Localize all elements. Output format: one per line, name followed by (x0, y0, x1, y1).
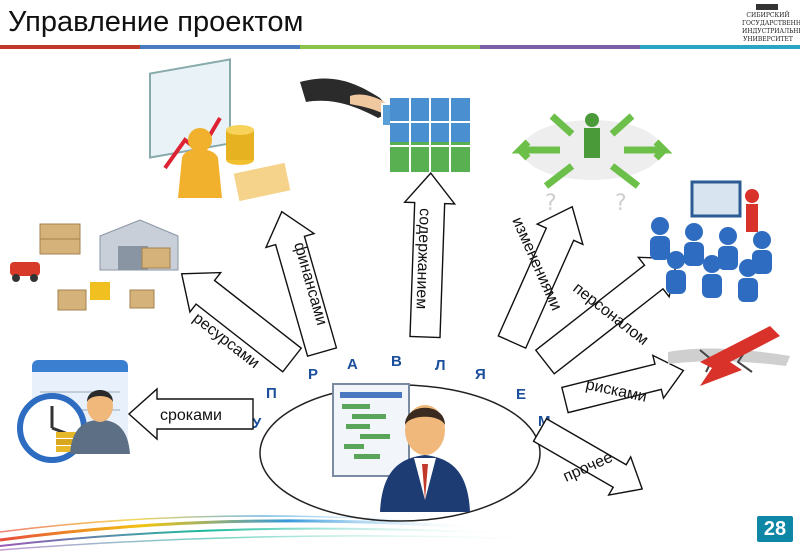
slide-title: Управление проектом (8, 6, 304, 38)
clock-calendar-icon (17, 360, 130, 463)
arc-letter: Л (435, 357, 446, 374)
arrow-changes (497, 205, 584, 350)
logo-bar (756, 4, 778, 10)
arc-letter: А (347, 356, 358, 373)
logo-line: УНИВЕРСИТЕТ (743, 36, 793, 43)
arrow-risks (561, 354, 685, 414)
arc-letter: Р (308, 366, 318, 383)
title-stripe-blue (140, 45, 300, 49)
bottom-wave-decoration (0, 515, 561, 551)
title-stripe-red (0, 45, 140, 49)
arc-letter: У (252, 415, 262, 432)
logo-line: ГОСУДАРСТВЕННЫЙ (742, 20, 800, 27)
logo-line: СИБИРСКИЙ (746, 12, 790, 19)
arrow-resources (180, 271, 303, 373)
arc-letter: Е (516, 386, 526, 403)
arrow-finances (264, 210, 338, 358)
page-number-badge: 28 (757, 516, 793, 542)
logo-line: ИНДУСТРИАЛЬНЫЙ (742, 28, 800, 35)
warehouse-icon (10, 219, 179, 311)
title-stripe-green (300, 45, 480, 49)
arrow-deadlines (127, 387, 254, 441)
finance-icon (149, 58, 291, 202)
risk-falling-arrow-icon (668, 326, 790, 386)
arrow-label-content: содержанием (412, 208, 433, 310)
personnel-audience-icon (650, 180, 772, 302)
arc-letter: Я (475, 366, 486, 383)
title-stripe-purple (480, 45, 640, 49)
university-logo: СИБИРСКИЙ ГОСУДАРСТВЕННЫЙ ИНДУСТРИАЛЬНЫЙ… (738, 4, 800, 56)
content-cubes-icon (300, 78, 470, 172)
question-mark-glyph: ? (615, 191, 627, 216)
arc-letter: П (266, 385, 277, 402)
arrow-content (403, 172, 457, 339)
changes-icon: ? ? (511, 113, 673, 216)
arc-letter: В (391, 353, 402, 370)
manager-with-chart-icon (332, 383, 470, 512)
arrow-other (532, 417, 644, 497)
arrow-label-deadlines: сроками (160, 407, 222, 424)
question-mark-glyph: ? (545, 191, 557, 216)
title-stripe-teal (640, 45, 800, 49)
